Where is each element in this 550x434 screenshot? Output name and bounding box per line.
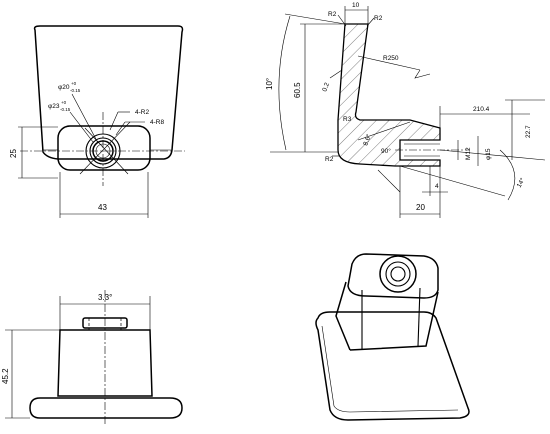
dim-r250: R250 xyxy=(383,55,399,62)
dim-r2-right: R2 xyxy=(374,15,383,22)
iso-boss-mid xyxy=(385,261,411,287)
arc-10deg-ext xyxy=(284,13,346,25)
dim-3-3deg: 3.3° xyxy=(98,293,112,302)
dim-4: 4 xyxy=(435,183,439,190)
iso-body-edge-right xyxy=(417,287,421,347)
dim-4r2: 4-R2 xyxy=(135,109,149,116)
dim-0-2: 0.2 xyxy=(321,81,331,92)
iso-base-plate xyxy=(315,311,470,421)
dim-0-2-leader xyxy=(329,69,343,79)
dim-phi20: φ20 xyxy=(58,84,70,91)
dim-r2-left: R2 xyxy=(328,11,337,18)
dim-phi20-tol-upper: +0 xyxy=(71,81,77,86)
dim-90-ext xyxy=(377,169,401,193)
front-view-base xyxy=(57,125,151,171)
dim-4r8: 4-R8 xyxy=(150,119,164,126)
arc-10deg xyxy=(278,15,291,151)
r250-break xyxy=(414,69,431,79)
r8-leader xyxy=(115,121,126,136)
isometric-view xyxy=(315,253,470,421)
dim-m12: M12 xyxy=(465,147,472,160)
dim-r3: R3 xyxy=(343,116,352,123)
dim-phi15: φ15 xyxy=(485,148,492,160)
side-view: 3.3° 45.2 xyxy=(1,290,183,426)
dim-25: 25 xyxy=(9,149,18,158)
dim-phi20-tol-lower: -0.15 xyxy=(70,88,81,93)
dim-22-7-ext-bottom xyxy=(439,149,546,161)
front-view-leader-diag-1 xyxy=(84,127,129,175)
dim-phi23-tol-lower: -0.15 xyxy=(60,107,71,112)
dim-phi23-tol-upper: +0 xyxy=(61,100,67,105)
dim-10: 10 xyxy=(352,2,360,9)
dim-8-6-line xyxy=(357,121,411,141)
r250-leader xyxy=(357,55,421,71)
dim-90deg: 90° xyxy=(381,147,391,155)
section-view: 10 R2 R2 10° 60.5 0.2 R250 R3 8.6° 90° R… xyxy=(265,2,546,218)
r2-leader xyxy=(109,111,119,131)
dim-43: 43 xyxy=(98,203,107,212)
iso-boss-outer xyxy=(379,255,417,293)
iso-boss-hole xyxy=(390,266,406,282)
arc-14deg xyxy=(499,149,516,201)
side-base xyxy=(29,397,183,419)
phi23-leader xyxy=(69,111,94,143)
dim-45-2: 45.2 xyxy=(1,368,10,384)
dim-20: 20 xyxy=(416,203,425,212)
dim-22-7: 22.7 xyxy=(525,125,532,138)
front-view-leader-diag-2 xyxy=(79,121,131,175)
dim-10deg: 10° xyxy=(265,78,274,90)
dim-60-5: 60.5 xyxy=(293,82,302,98)
dim-14-ext xyxy=(399,165,506,197)
phi20-leader xyxy=(71,93,99,144)
iso-base-inner xyxy=(321,325,459,413)
dim-phi23: φ23 xyxy=(48,103,60,110)
r2-right-leader xyxy=(366,17,375,27)
iso-body-left xyxy=(335,281,351,351)
front-view: φ20 +0 -0.15 φ23 +0 -0.15 4-R2 4-R8 25 4… xyxy=(9,25,185,218)
iso-top-cap xyxy=(347,253,439,299)
section-body xyxy=(337,23,441,167)
dim-210-4: 210.4 xyxy=(473,106,490,113)
dim-8-6deg: 8.6° xyxy=(361,133,373,147)
dim-14deg: 14° xyxy=(515,176,527,189)
dim-r2-bottom: R2 xyxy=(325,156,334,163)
iso-body-front xyxy=(349,291,439,351)
